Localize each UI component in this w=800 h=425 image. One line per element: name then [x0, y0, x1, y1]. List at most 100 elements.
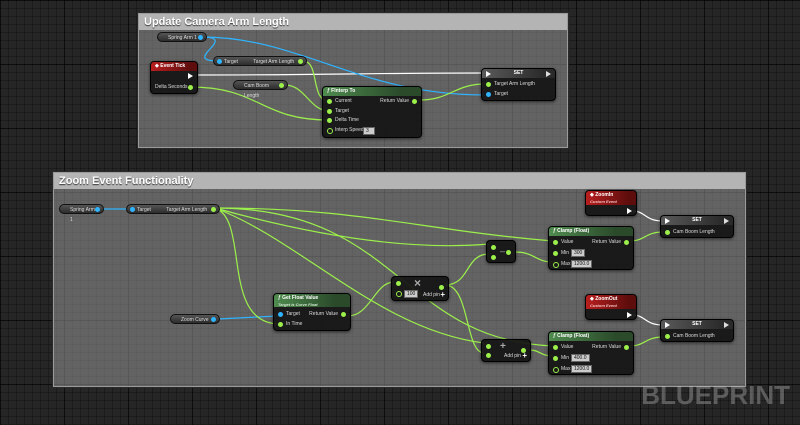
add-pin-label[interactable]: Add pin	[423, 292, 440, 298]
add-node[interactable]: + Add pin +	[481, 339, 531, 362]
multiply-symbol-icon: ×	[414, 276, 422, 290]
set-header: SET	[482, 69, 555, 78]
comment-title[interactable]: Zoom Event Functionality	[54, 173, 745, 189]
multiply-node[interactable]: × 100 Add pin +	[391, 276, 449, 301]
spring-arm-variable[interactable]: Spring Arm 1	[157, 32, 207, 42]
comment-title[interactable]: Update Camera Arm Length	[139, 14, 567, 30]
min-pin[interactable]	[553, 251, 558, 256]
return-value-label: Return Value	[592, 239, 621, 245]
subtract-node[interactable]: –	[486, 240, 516, 263]
wire-float	[444, 284, 485, 354]
float-out-pin[interactable]	[279, 83, 284, 88]
return-value-pin[interactable]	[341, 312, 346, 317]
interp-speed-pin[interactable]	[327, 128, 333, 134]
event-tick-header: ◆ Event Tick	[151, 62, 197, 71]
target-arm-length-label: Target Arm Length	[494, 81, 535, 87]
value-label: Value	[561, 239, 574, 245]
target-pin[interactable]	[327, 109, 332, 114]
clamp-float-node-2[interactable]: ƒ Clamp (Float) Value Return Value Min 4…	[548, 331, 634, 375]
zoom-in-event-node[interactable]: ◆ ZoomIn Custom Event	[585, 190, 637, 216]
target-pin[interactable]	[278, 312, 283, 317]
set-cam-boom-length-node-2[interactable]: SET Cam Boom Length	[660, 319, 734, 342]
wire-exec	[632, 210, 664, 222]
set-target-arm-length-node[interactable]: SET Target Arm Length Target	[481, 68, 556, 101]
result-pin[interactable]	[506, 250, 511, 255]
exec-in-pin[interactable]	[486, 71, 491, 77]
set-cam-boom-length-node-1[interactable]: SET Cam Boom Length	[660, 215, 734, 238]
float-out-pin[interactable]	[188, 85, 193, 90]
exec-out-pin[interactable]	[724, 218, 729, 224]
target-label: Target	[224, 59, 238, 65]
cam-boom-length-pin[interactable]	[665, 230, 670, 235]
in-time-pin[interactable]	[278, 322, 283, 327]
object-pin[interactable]	[211, 317, 216, 322]
add-pin-plus-icon[interactable]: +	[522, 351, 527, 360]
max-input[interactable]: 1200.0	[571, 260, 593, 268]
spring-arm-label: Spring Arm 1	[70, 207, 95, 223]
min-input[interactable]: 300	[571, 249, 586, 257]
cam-boom-length-label: Cam Boom Length	[673, 229, 715, 235]
result-pin[interactable]	[439, 285, 444, 290]
zoom-out-event-node[interactable]: ◆ ZoomOut Custom Event	[585, 294, 637, 320]
b-pin[interactable]	[396, 291, 402, 297]
exec-in-pin[interactable]	[665, 322, 670, 328]
object-pin[interactable]	[198, 35, 203, 40]
target-arm-length-getter[interactable]: Target Target Arm Length	[213, 56, 307, 66]
event-tick-node[interactable]: ◆ Event Tick Delta Seconds	[150, 61, 198, 94]
delta-time-pin[interactable]	[327, 118, 332, 123]
return-value-label: Return Value	[592, 344, 621, 350]
float-out-pin[interactable]	[298, 59, 303, 64]
target-pin[interactable]	[486, 92, 491, 97]
a-pin[interactable]	[486, 344, 491, 349]
value-pin[interactable]	[553, 345, 558, 350]
get-float-value-node[interactable]: ƒ Get Float Value Target is Curve Float …	[273, 293, 351, 331]
return-value-pin[interactable]	[624, 345, 629, 350]
cam-boom-length-pin[interactable]	[665, 334, 670, 339]
wire-float	[214, 207, 485, 344]
min-pin[interactable]	[553, 356, 558, 361]
a-pin[interactable]	[491, 245, 496, 250]
delta-seconds-label: Delta Seconds	[155, 84, 188, 90]
target-pin[interactable]	[217, 59, 222, 64]
value-pin[interactable]	[553, 240, 558, 245]
max-pin[interactable]	[553, 367, 559, 373]
exec-out-pin[interactable]	[724, 322, 729, 328]
result-pin[interactable]	[521, 348, 526, 353]
target-label: Target	[286, 311, 300, 317]
max-input[interactable]: 1200.0	[571, 365, 593, 373]
max-pin[interactable]	[553, 262, 559, 268]
cam-boom-length-variable[interactable]: Cam Boom Length	[233, 80, 288, 99]
exec-out-pin[interactable]	[188, 73, 193, 79]
exec-in-pin[interactable]	[665, 218, 670, 224]
target-pin[interactable]	[130, 207, 135, 212]
function-icon: ƒ	[553, 228, 558, 234]
return-value-pin[interactable]	[624, 240, 629, 245]
target-arm-length-pin[interactable]	[486, 82, 491, 87]
multiplier-input[interactable]: 100	[404, 290, 419, 298]
exec-out-pin[interactable]	[627, 312, 632, 318]
b-pin[interactable]	[491, 255, 496, 260]
return-value-pin[interactable]	[412, 99, 417, 104]
wire-exec	[195, 72, 486, 76]
b-pin[interactable]	[486, 353, 491, 358]
target-arm-length-label: Target Arm Length	[253, 59, 295, 65]
spring-arm-variable[interactable]: Spring Arm 1	[59, 204, 104, 223]
current-pin[interactable]	[327, 99, 332, 104]
exec-out-pin[interactable]	[546, 71, 551, 77]
finterp-to-node[interactable]: ƒ FInterp To Current Return Value Target…	[322, 86, 422, 138]
clamp-float-node-1[interactable]: ƒ Clamp (Float) Value Return Value Min 3…	[548, 226, 634, 270]
target-arm-length-getter[interactable]: Target Target Arm Length	[126, 204, 220, 214]
zoom-curve-variable[interactable]: Zoom Curve	[170, 314, 220, 324]
return-value-label: Return Value	[380, 98, 409, 104]
wire-float	[214, 207, 554, 242]
a-pin[interactable]	[396, 281, 401, 286]
target-label: Target	[137, 207, 151, 213]
add-pin-plus-icon[interactable]: +	[440, 290, 445, 299]
add-pin-label[interactable]: Add pin	[504, 353, 521, 359]
min-input[interactable]: 400.0	[571, 354, 590, 362]
interp-speed-input[interactable]: 3	[363, 127, 375, 135]
object-pin[interactable]	[95, 207, 100, 212]
exec-out-pin[interactable]	[627, 208, 632, 214]
wire-object	[201, 36, 486, 96]
float-out-pin[interactable]	[211, 207, 216, 212]
